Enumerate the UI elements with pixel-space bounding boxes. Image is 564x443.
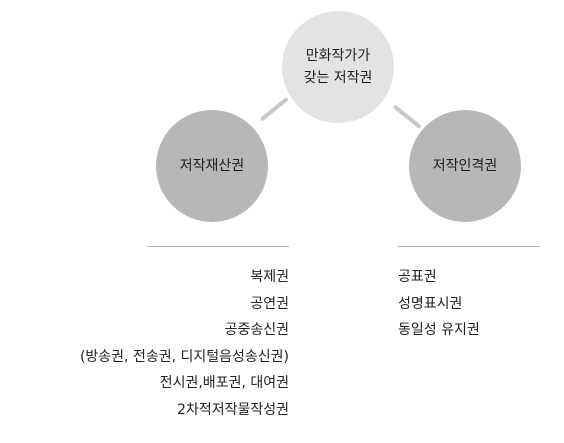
center-node-label: 만화작가가 갖는 저작권 [304,45,373,89]
list-item: 공표권 [398,269,437,285]
economic-rights-list: 복제권 공연권 공중송신권 (방송권, 전송권, 디지털음성송신권) 전시권,배… [80,264,289,423]
list-item: 전시권,배포권, 대여권 [159,375,289,391]
center-node-line1: 만화작가가 [305,48,371,64]
economic-rights-node: 저작재산권 [156,110,268,222]
moral-rights-divider [398,246,540,247]
list-item: 복제권 [250,269,289,285]
connector-right [392,104,422,129]
moral-rights-node: 저작인격권 [409,110,521,222]
list-item: 2차적저작물작성권 [177,401,289,418]
economic-rights-divider [147,246,289,247]
center-node-line2: 갖는 저작권 [303,70,373,86]
connector-left [259,97,289,122]
list-item: 공중송신권 [224,322,289,338]
list-item: 공연권 [250,295,289,312]
list-item: (방송권, 전송권, 디지털음성송신권) [79,348,289,365]
economic-rights-label: 저작재산권 [179,158,245,174]
list-item: 동일성 유지권 [398,322,480,338]
moral-rights-label: 저작인격권 [432,158,498,174]
center-node: 만화작가가 갖는 저작권 [282,11,394,123]
list-item: 성명표시권 [398,295,463,312]
moral-rights-list: 공표권 성명표시권 동일성 유지권 [398,264,480,344]
